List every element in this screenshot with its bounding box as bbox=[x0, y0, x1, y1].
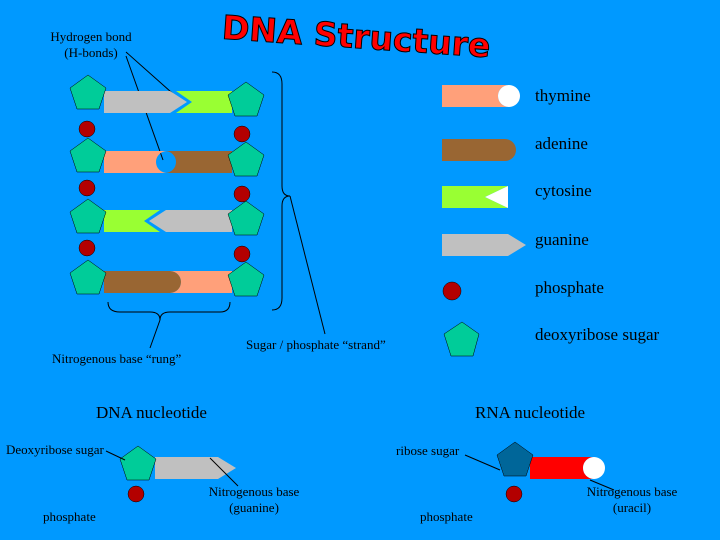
legend-label: adenine bbox=[535, 134, 588, 153]
guanine-shape bbox=[149, 210, 232, 232]
cytosine-shape bbox=[176, 91, 232, 113]
cytosine-shape bbox=[104, 210, 160, 232]
base-pair-3 bbox=[104, 210, 232, 232]
rung-label: Nitrogenous base “rung” bbox=[52, 351, 181, 366]
guanine-shape bbox=[104, 91, 187, 113]
rna-phosphate-label: phosphate bbox=[420, 509, 473, 524]
rung-pointer bbox=[149, 319, 161, 349]
phosphate-icon bbox=[233, 125, 251, 143]
uracil-icon bbox=[530, 457, 594, 479]
legend-item-thymine: thymine bbox=[442, 85, 591, 107]
deoxyribose-icon bbox=[227, 81, 265, 117]
strand-brace bbox=[271, 71, 291, 311]
legend-label: deoxyribose sugar bbox=[535, 325, 660, 344]
cytosine-icon bbox=[442, 186, 508, 208]
rna-base-label-line1: Nitrogenous base bbox=[587, 484, 678, 499]
deoxyribose-icon bbox=[443, 321, 480, 357]
dna-sugar-label: Deoxyribose sugar bbox=[6, 442, 105, 457]
adenine-icon bbox=[442, 139, 516, 161]
phosphate-icon bbox=[442, 281, 462, 301]
rna-nucleotide: RNA nucleotide ribose sugar phosphate Ni… bbox=[396, 403, 678, 524]
rna-sugar-pointer bbox=[464, 454, 501, 471]
strand-label: Sugar / phosphate “strand” bbox=[246, 337, 386, 352]
legend-item-guanine: guanine bbox=[442, 230, 589, 256]
base-pair-4 bbox=[104, 271, 232, 293]
adenine-shape bbox=[165, 151, 232, 173]
dna-base-pointer bbox=[209, 457, 239, 487]
thymine-icon bbox=[442, 85, 509, 107]
adenine-shape bbox=[104, 271, 181, 293]
guanine-icon bbox=[155, 457, 236, 479]
deoxyribose-icon bbox=[227, 261, 265, 297]
legend-label: cytosine bbox=[535, 181, 592, 200]
legend-label: guanine bbox=[535, 230, 589, 249]
thymine-shape bbox=[170, 271, 232, 293]
deoxyribose-icon bbox=[69, 259, 107, 295]
thymine-icon-cap bbox=[498, 85, 520, 107]
legend-item-adenine: adenine bbox=[442, 134, 588, 161]
strand-pointer bbox=[289, 195, 326, 335]
guanine-icon bbox=[442, 234, 526, 256]
rna-base-label-line2: (uracil) bbox=[613, 500, 651, 515]
uracil-icon-cap bbox=[583, 457, 605, 479]
legend-label: phosphate bbox=[535, 278, 604, 297]
hbond-label-line1: Hydrogen bond bbox=[50, 29, 132, 44]
dna-phosphate-label: phosphate bbox=[43, 509, 96, 524]
rna-nucleotide-heading: RNA nucleotide bbox=[475, 403, 585, 422]
dna-nucleotide: DNA nucleotide Deoxyribose sugar phospha… bbox=[6, 403, 300, 524]
phosphate-icon bbox=[78, 179, 96, 197]
phosphate-icon bbox=[78, 120, 96, 138]
phosphate-icon bbox=[78, 239, 96, 257]
page-title: DNA Structure bbox=[221, 8, 492, 66]
phosphate-icon bbox=[505, 485, 523, 503]
phosphate-icon bbox=[127, 485, 145, 503]
deoxyribose-icon bbox=[69, 198, 107, 234]
deoxyribose-icon bbox=[227, 200, 265, 236]
legend-label: thymine bbox=[535, 86, 591, 105]
phosphate-icon bbox=[233, 185, 251, 203]
dna-nucleotide-heading: DNA nucleotide bbox=[96, 403, 207, 422]
legend: thymine adenine cytosine guanine phospha… bbox=[442, 85, 660, 357]
rna-sugar-label: ribose sugar bbox=[396, 443, 460, 458]
legend-item-phosphate: phosphate bbox=[442, 278, 604, 301]
dna-base-label-line1: Nitrogenous base bbox=[209, 484, 300, 499]
ribose-icon bbox=[496, 441, 534, 477]
deoxyribose-icon bbox=[69, 137, 107, 173]
rna-base-pointer bbox=[589, 479, 615, 491]
hbond-label-line2: (H-bonds) bbox=[64, 45, 117, 60]
deoxyribose-icon bbox=[227, 141, 265, 177]
base-pair-2 bbox=[104, 151, 232, 173]
cytosine-icon-notch bbox=[485, 186, 508, 208]
legend-item-cytosine: cytosine bbox=[442, 181, 592, 208]
legend-item-deoxyribose: deoxyribose sugar bbox=[443, 321, 660, 357]
phosphate-icon bbox=[233, 245, 251, 263]
dna-ladder bbox=[69, 74, 265, 297]
dna-sugar-pointer bbox=[105, 450, 126, 461]
deoxyribose-icon bbox=[69, 74, 107, 110]
thymine-shape bbox=[104, 151, 167, 173]
rung-brace bbox=[107, 301, 231, 321]
base-pair-1 bbox=[104, 91, 232, 113]
dna-base-label-line2: (guanine) bbox=[229, 500, 279, 515]
deoxyribose-icon bbox=[119, 445, 157, 481]
